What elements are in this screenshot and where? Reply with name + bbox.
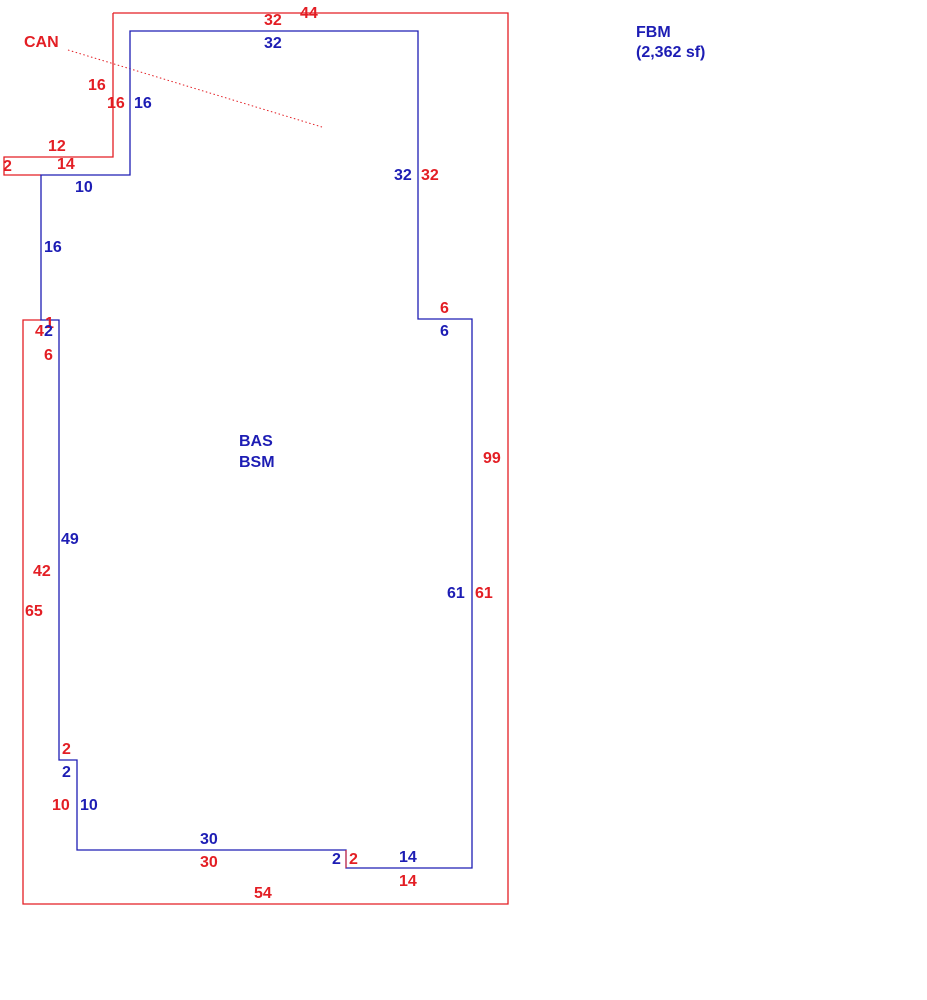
dim-red-can-16-a: 16	[88, 77, 106, 94]
dim-blue-right-32: 32	[394, 167, 412, 184]
dim-red-left-4: 4	[35, 323, 44, 340]
dim-blue-left-2: 2	[44, 323, 53, 340]
inner-outline	[40, 30, 473, 869]
dim-red-step-14: 14	[57, 156, 75, 173]
dim-red-right-6: 6	[440, 300, 449, 317]
dim-blue-bottom-30: 30	[200, 831, 218, 848]
dim-blue-jog-10: 10	[80, 797, 98, 814]
dim-red-right-99: 99	[483, 450, 501, 467]
dim-blue-left-49: 49	[61, 531, 79, 548]
dim-red-top-a: 32	[264, 12, 282, 29]
dim-red-left-65: 65	[25, 603, 43, 620]
dim-blue-step-10: 10	[75, 179, 93, 196]
dim-red-jog-2: 2	[62, 741, 71, 758]
dim-red-can-16-b: 16	[107, 95, 125, 112]
dim-red-bottom-30: 30	[200, 854, 218, 871]
dim-blue-left-16-top: 16	[134, 95, 152, 112]
area-label-bas: BAS	[239, 433, 273, 450]
can-leader-line	[67, 49, 323, 128]
dim-red-right-32: 32	[421, 167, 439, 184]
dim-red-left-42: 42	[33, 563, 51, 580]
dim-red-left-10: 10	[52, 797, 70, 814]
legend-title: FBM	[636, 24, 671, 41]
area-label-bsm: BSM	[239, 454, 275, 471]
area-label-can: CAN	[24, 34, 59, 51]
dim-red-top-b: 44	[300, 5, 318, 22]
dim-blue-left-16: 16	[44, 239, 62, 256]
can-outline	[3, 13, 114, 176]
dim-blue-bottom-2: 2	[332, 851, 341, 868]
dim-red-bottom-2: 2	[349, 851, 358, 868]
dim-blue-top-32: 32	[264, 35, 282, 52]
dim-blue-jog-2: 2	[62, 764, 71, 781]
dim-blue-bottom-14: 14	[399, 849, 417, 866]
legend-area: (2,362 sf)	[636, 44, 705, 61]
dim-blue-right-6: 6	[440, 323, 449, 340]
dim-blue-right-61: 61	[447, 585, 465, 602]
dim-red-step-2: 2	[3, 158, 12, 175]
dim-red-step-12: 12	[48, 138, 66, 155]
dim-red-bottom-54: 54	[254, 885, 272, 902]
dim-red-bottom-14: 14	[399, 873, 417, 890]
outer-outline	[22, 12, 509, 905]
dim-red-left-1: 1	[45, 315, 54, 332]
dim-red-left-6: 6	[44, 347, 53, 364]
dim-red-right-61: 61	[475, 585, 493, 602]
